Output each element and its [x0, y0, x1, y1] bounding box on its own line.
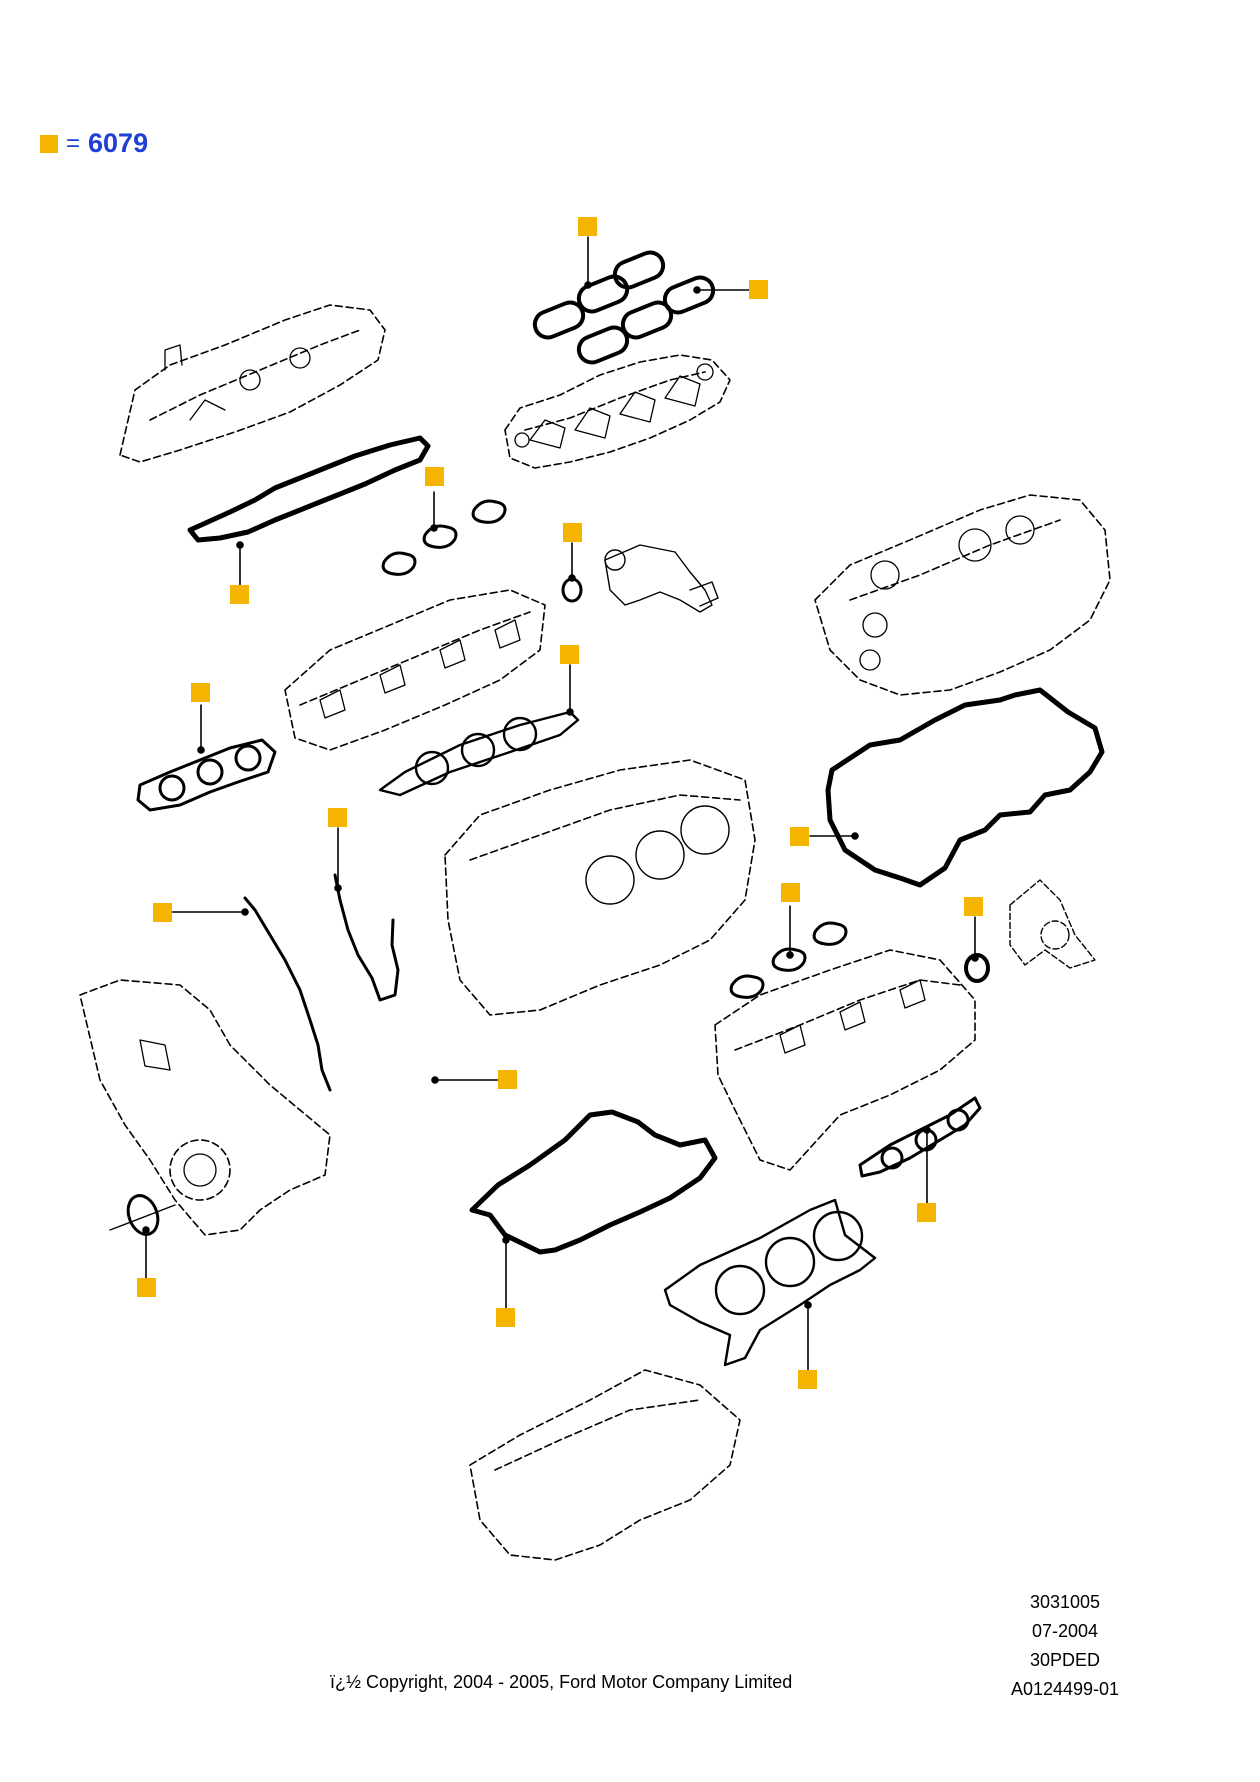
callout-marker[interactable]	[560, 645, 579, 664]
left-valve-cover-gasket	[187, 435, 431, 543]
callout-marker[interactable]	[191, 683, 210, 702]
engine-block-bores	[585, 805, 730, 905]
left-valve-cover-detail	[164, 344, 311, 421]
callout-marker[interactable]	[781, 883, 800, 902]
legend-part-code: 6079	[88, 128, 149, 158]
left-valve-cover	[119, 304, 386, 463]
right-valve-cover	[814, 494, 1111, 696]
right-bracket	[1009, 879, 1096, 969]
intake-manifold-gaskets	[532, 250, 716, 365]
left-head-gasket	[378, 710, 580, 797]
callout-marker[interactable]	[328, 808, 347, 827]
legend-swatch	[40, 134, 58, 153]
callout-marker[interactable]	[749, 280, 768, 299]
upper-intake-manifold-detail	[514, 363, 714, 449]
left-cylinder-head-detail	[319, 619, 521, 719]
callout-marker[interactable]	[790, 827, 809, 846]
right-valve-cover-gasket	[825, 687, 1105, 888]
timing-cover	[79, 979, 331, 1236]
copyright-notice: ï¿½ Copyright, 2004 - 2005, Ford Motor C…	[330, 1672, 793, 1692]
callout-marker[interactable]	[917, 1203, 936, 1222]
right-cylinder-head-detail	[779, 979, 926, 1054]
diagram-reference-block: 3031005 07-2004 30PDED A0124499-01	[990, 1588, 1140, 1704]
callout-marker[interactable]	[578, 217, 597, 236]
right-head-gasket	[663, 1198, 877, 1367]
callout-marker[interactable]	[563, 523, 582, 542]
right-cylinder-head	[714, 949, 976, 1171]
callout-marker[interactable]	[798, 1370, 817, 1389]
reference-line-3: 30PDED	[1029, 1650, 1101, 1670]
intake-gaskets-lower	[729, 921, 848, 999]
callout-leaders	[142, 236, 979, 1371]
front-crank-seal	[109, 1194, 176, 1236]
callout-marker[interactable]	[230, 585, 249, 604]
reference-line-1: 3031005	[1029, 1592, 1101, 1612]
upper-intake-manifold	[504, 354, 731, 469]
left-exhaust-manifold-gasket	[136, 738, 277, 812]
reference-line-2: 07-2004	[1031, 1621, 1099, 1641]
timing-cover-seal-center	[333, 873, 400, 1002]
timing-cover-detail	[139, 1039, 217, 1187]
callout-marker[interactable]	[153, 903, 172, 922]
legend: = 6079	[40, 128, 148, 159]
callout-marker[interactable]	[496, 1308, 515, 1327]
legend-equals: =	[66, 129, 81, 157]
callout-marker[interactable]	[964, 897, 983, 916]
oil-pan-gasket	[469, 1109, 718, 1255]
callout-marker[interactable]	[498, 1070, 517, 1089]
thermostat-o-ring	[561, 577, 583, 603]
reference-line-4: A0124499-01	[1010, 1679, 1120, 1699]
timing-cover-seal-left	[243, 896, 332, 1092]
water-outlet-gaskets-upper	[381, 499, 507, 576]
right-exhaust-manifold-gasket	[858, 1096, 982, 1178]
callout-marker[interactable]	[425, 467, 444, 486]
thermostat-housing	[604, 544, 719, 613]
right-valve-cover-detail	[859, 515, 1035, 671]
left-cylinder-head	[284, 589, 546, 751]
engine-block	[444, 759, 756, 1016]
callout-markers	[137, 217, 983, 1389]
oil-pan	[469, 1369, 741, 1561]
callout-marker[interactable]	[137, 1278, 156, 1297]
